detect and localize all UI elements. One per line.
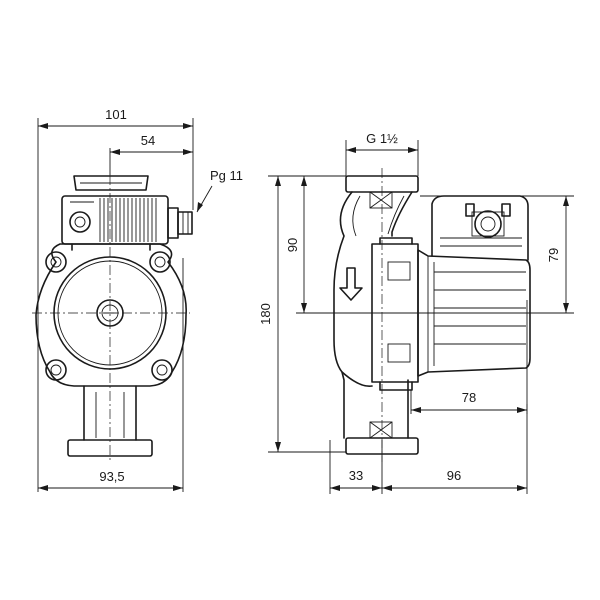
dim-label-93-5: 93,5 [99, 469, 124, 484]
dim-label-54: 54 [141, 133, 155, 148]
dim-label-96: 96 [447, 468, 461, 483]
dim-label-90: 90 [285, 238, 300, 252]
front-view [32, 118, 213, 492]
dim-label-101: 101 [105, 107, 127, 122]
dim-label-78: 78 [462, 390, 476, 405]
dim-label-thread: G 1½ [366, 131, 398, 146]
dim-label-79: 79 [546, 248, 561, 262]
side-view [268, 140, 574, 494]
dim-label-pg11: Pg 11 [210, 168, 243, 183]
dimension-arrowheads [38, 123, 569, 491]
dim-label-33: 33 [349, 468, 363, 483]
dim-label-180: 180 [258, 303, 273, 325]
